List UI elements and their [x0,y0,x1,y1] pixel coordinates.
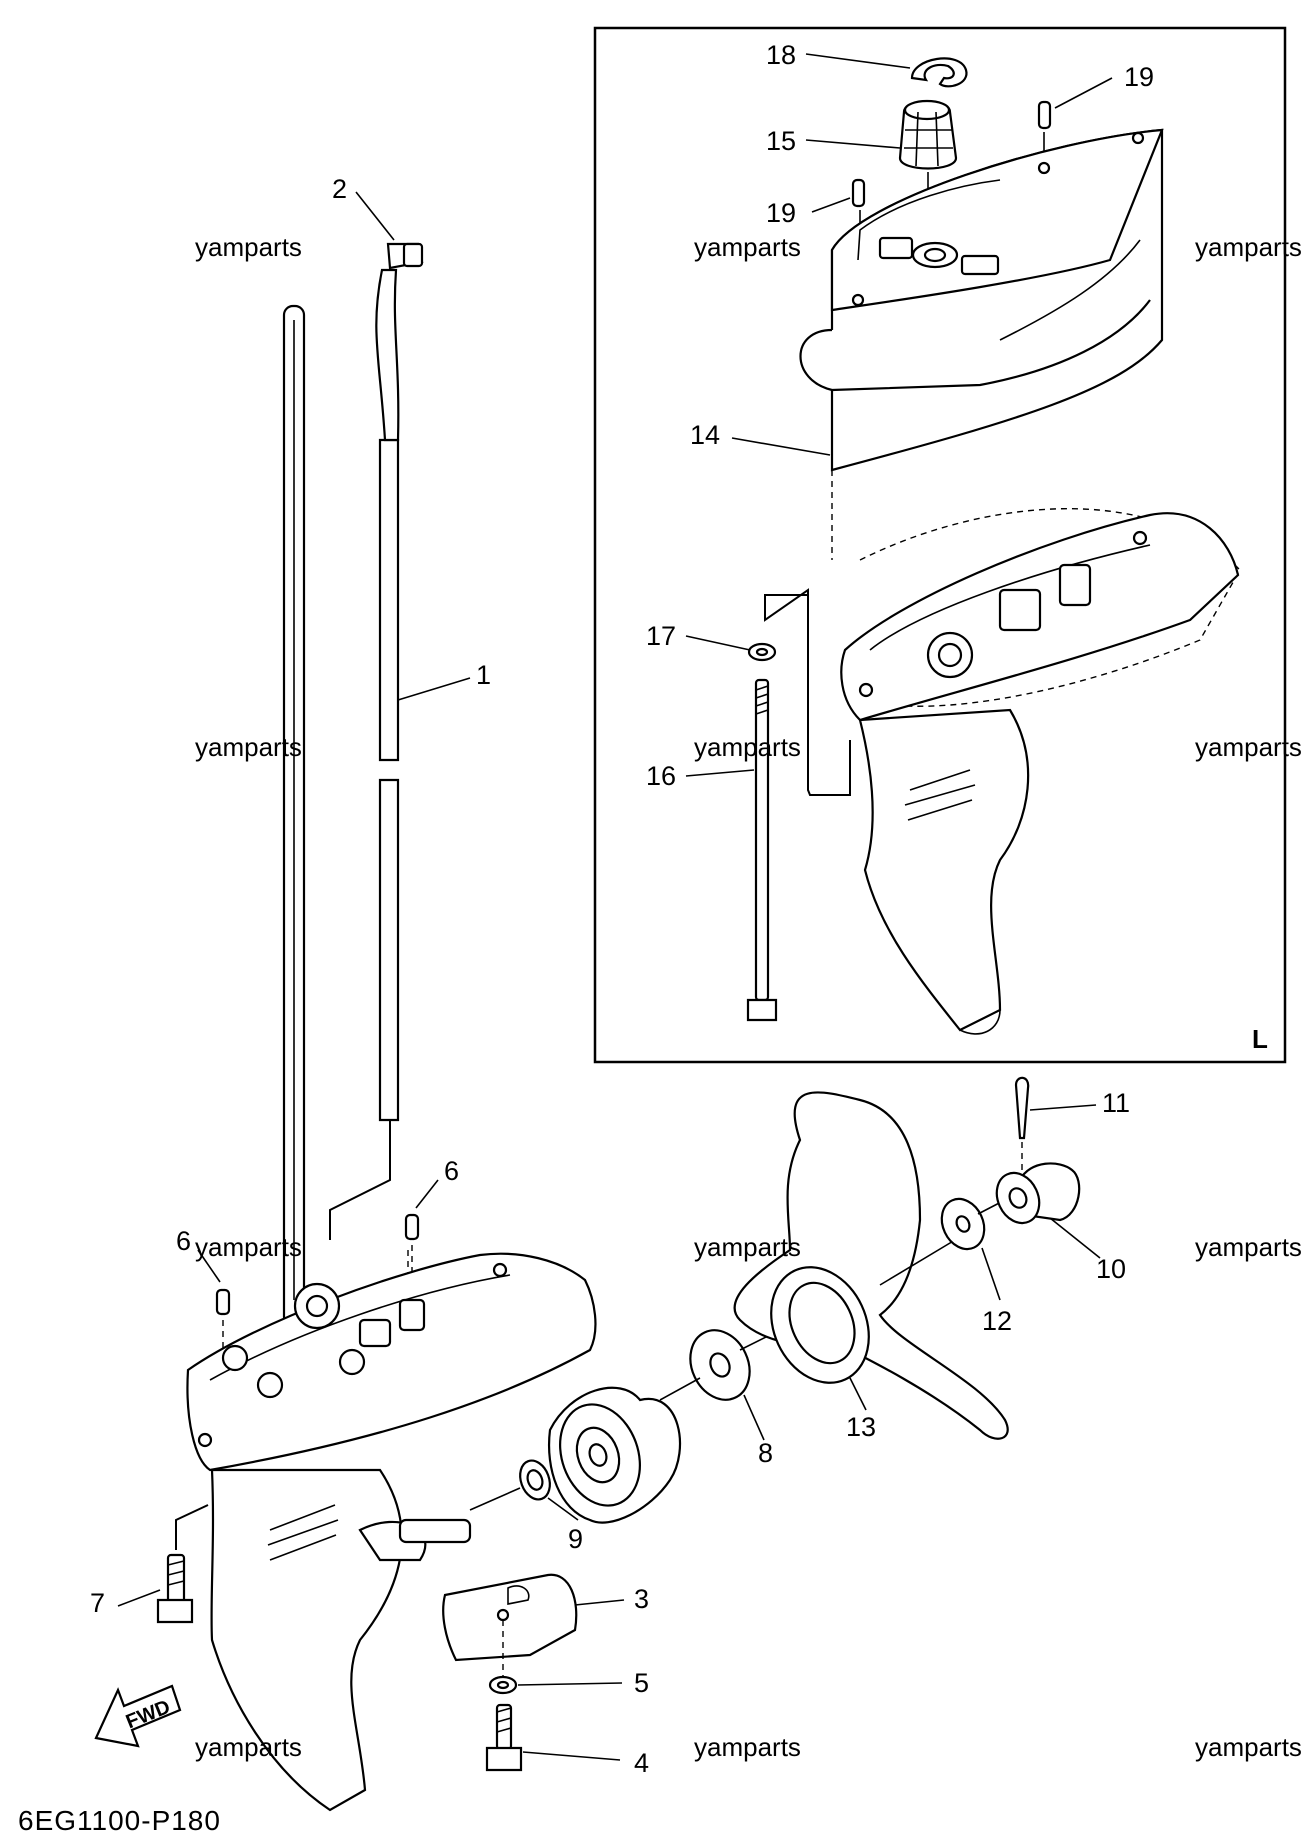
callout-15: 15 [766,126,796,156]
callout-6b: 6 [176,1226,191,1256]
callout-11: 11 [1102,1088,1130,1118]
callout-4: 4 [634,1748,649,1778]
washer-17-part [747,642,777,662]
callout-6a: 6 [444,1156,459,1186]
washer-5-part [488,1675,518,1695]
watermark: yamparts [195,1732,302,1762]
propeller-shaft-housing-part [548,1386,682,1524]
leader-lines [117,53,1113,1761]
watermark: yamparts [694,1232,801,1262]
diagram-code: 6EG1100-P180 [18,1805,221,1836]
watermark: yamparts [1195,232,1302,262]
callout-1: 1 [476,660,491,690]
watermark: yamparts [1195,1232,1302,1262]
oil-seal-part [519,1459,551,1501]
dowel-pin-top-left [851,178,866,208]
inset-box [593,26,1287,1064]
dowel-pin-top-right [1037,100,1052,130]
callout-9: 9 [568,1524,583,1554]
callout-14: 14 [690,420,720,450]
callout-19b: 19 [766,198,796,228]
callout-12: 12 [982,1306,1012,1336]
lower-casing-inset-part [840,512,1240,1035]
propeller-part [733,1091,1009,1440]
lower-casing-part [186,1252,597,1812]
washer-12-part [940,1197,986,1251]
upper-casing-part [799,128,1164,472]
inset-marker: L [1252,1024,1268,1054]
watermark: yamparts [694,732,801,762]
watermark: yamparts [1195,1732,1302,1762]
callout-17: 17 [646,621,676,651]
bolt-4-part [485,1703,523,1772]
callout-10: 10 [1096,1254,1126,1284]
callout-3: 3 [634,1584,649,1614]
watermark: yamparts [195,1232,302,1262]
callout-7: 7 [90,1588,105,1618]
cotter-pin-part [1014,1076,1030,1140]
water-pipe-part [375,268,400,1122]
bolt-7-part [156,1553,194,1624]
stud-bolt-part [746,678,778,1022]
propeller-nut-part [995,1162,1081,1225]
callout-8: 8 [758,1438,773,1468]
dowel-pin-6b-part [215,1288,231,1316]
callout-5: 5 [634,1668,649,1698]
drive-shaft-part [282,304,306,1328]
watermark: yamparts [694,232,801,262]
fwd-arrow-icon: FWD [94,1684,182,1748]
callout-16: 16 [646,761,676,791]
callout-13: 13 [846,1412,876,1442]
callout-2: 2 [332,174,347,204]
watermark: yamparts [694,1732,801,1762]
callout-19a: 19 [1124,62,1154,92]
dowel-pin-6a-part [404,1213,420,1241]
watermark: yamparts [1195,732,1302,762]
circlip-part [910,57,968,88]
watermark: yamparts [195,732,302,762]
anode-part [442,1573,578,1662]
callout-18: 18 [766,40,796,70]
grommet-part [386,242,424,270]
thrust-washer-part [689,1329,751,1401]
watermark: yamparts [195,232,302,262]
top-nut-part [898,99,958,170]
